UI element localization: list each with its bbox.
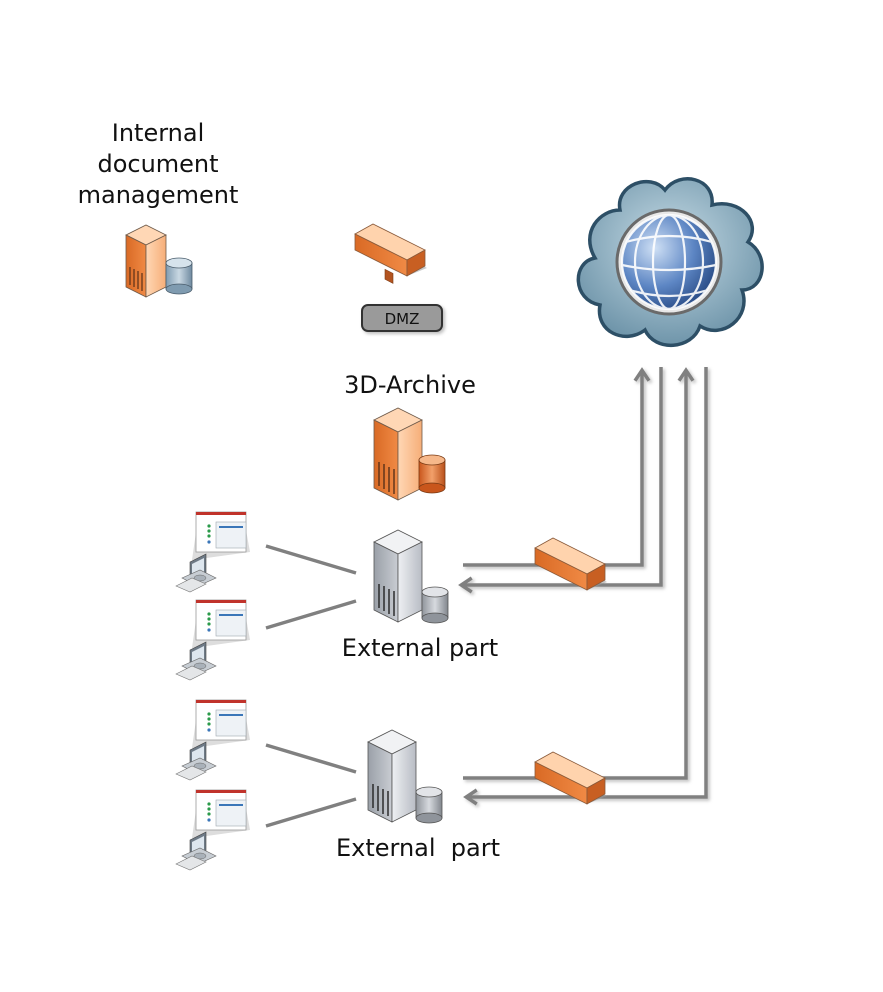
workstation-icon[interactable]	[175, 789, 250, 871]
edge-ws1-external1	[265, 544, 357, 575]
workstation-icon[interactable]	[175, 699, 250, 781]
external2-label: External part	[335, 834, 501, 862]
archive-server-icon[interactable]	[373, 407, 446, 501]
edge-internet-to-external2	[463, 367, 708, 806]
workstation-icon[interactable]	[175, 599, 250, 681]
external1-server-icon[interactable]	[373, 529, 449, 624]
workstations	[175, 511, 250, 871]
external2-router[interactable]	[534, 751, 607, 805]
archive-label: 3D-Archive	[344, 371, 476, 399]
edge-external1-to-internet	[463, 367, 651, 567]
edge-ws4-external2	[265, 797, 357, 828]
edge-internet-to-external1	[458, 367, 663, 594]
database-icon	[415, 786, 443, 824]
database-icon	[165, 257, 193, 295]
edge-ws2-external1	[265, 599, 357, 630]
internet-cloud-icon[interactable]	[576, 177, 764, 347]
database-icon	[421, 586, 449, 624]
internal-dms-label: Internal document management	[77, 119, 239, 209]
external1-label: External part	[341, 634, 499, 662]
workstation-icon[interactable]	[175, 511, 250, 593]
internal-dms-server-icon[interactable]	[125, 224, 193, 298]
external2-server-icon[interactable]	[367, 729, 443, 824]
dmz-router[interactable]	[354, 223, 427, 284]
database-icon	[418, 454, 446, 494]
dmz-label: DMZ	[385, 310, 420, 328]
external1-router[interactable]	[534, 537, 607, 591]
dmz-box[interactable]: DMZ	[361, 304, 443, 332]
edge-ws3-external2	[265, 743, 357, 774]
